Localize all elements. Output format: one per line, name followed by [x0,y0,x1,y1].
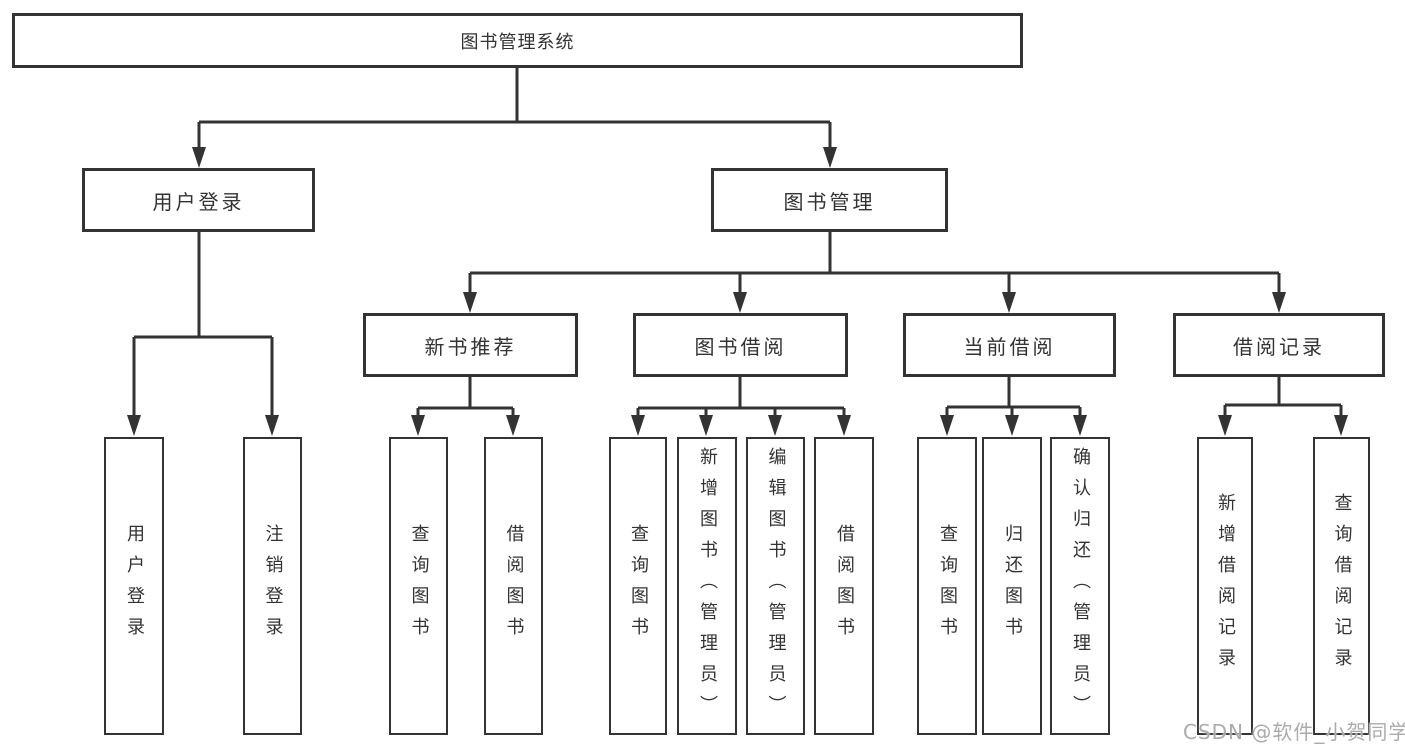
leaf-borrow-borrow-books: 借阅图书 [814,437,874,735]
connector-borrow-records-children [1223,377,1343,417]
node-book-management: 图书管理 [711,168,948,232]
leaf-newrec-borrow-books: 借阅图书 [484,437,543,735]
connector-user-login-children [132,232,274,416]
leaf-current-confirm-return-admin: 确认归还（管理员） [1050,437,1110,735]
leaf-logout: 注销登录 [243,437,302,735]
node-current-borrow: 当前借阅 [903,313,1116,377]
leaf-user-login: 用户登录 [104,437,164,735]
leaf-borrow-add-books-admin: 新增图书（管理员） [677,437,737,735]
connector-book-mgmt-children [468,232,1281,294]
connector-book-borrow-children [636,377,846,417]
node-book-borrow: 图书借阅 [633,313,848,377]
connector-new-book-children [416,377,515,417]
node-user-login-branch: 用户登录 [82,168,315,232]
leaf-current-return-books: 归还图书 [982,437,1042,735]
leaf-borrow-query-books: 查询图书 [609,437,667,735]
leaf-current-query-books: 查询图书 [917,437,977,735]
leaf-borrow-edit-books-admin: 编辑图书（管理员） [746,437,805,735]
leaf-records-add-record: 新增借阅记录 [1197,437,1253,735]
connector-current-borrow-children [945,377,1082,417]
connector-root-to-level2 [197,68,832,150]
node-borrow-records: 借阅记录 [1173,313,1385,377]
node-new-book-recommend: 新书推荐 [363,313,578,377]
watermark: CSDN @软件_小贺同学 [1183,720,1405,744]
leaf-records-query-record: 查询借阅记录 [1313,437,1370,735]
leaf-newrec-query-books: 查询图书 [389,437,448,735]
arrowhead-icons [127,147,1348,436]
node-library-management-system: 图书管理系统 [12,13,1023,68]
